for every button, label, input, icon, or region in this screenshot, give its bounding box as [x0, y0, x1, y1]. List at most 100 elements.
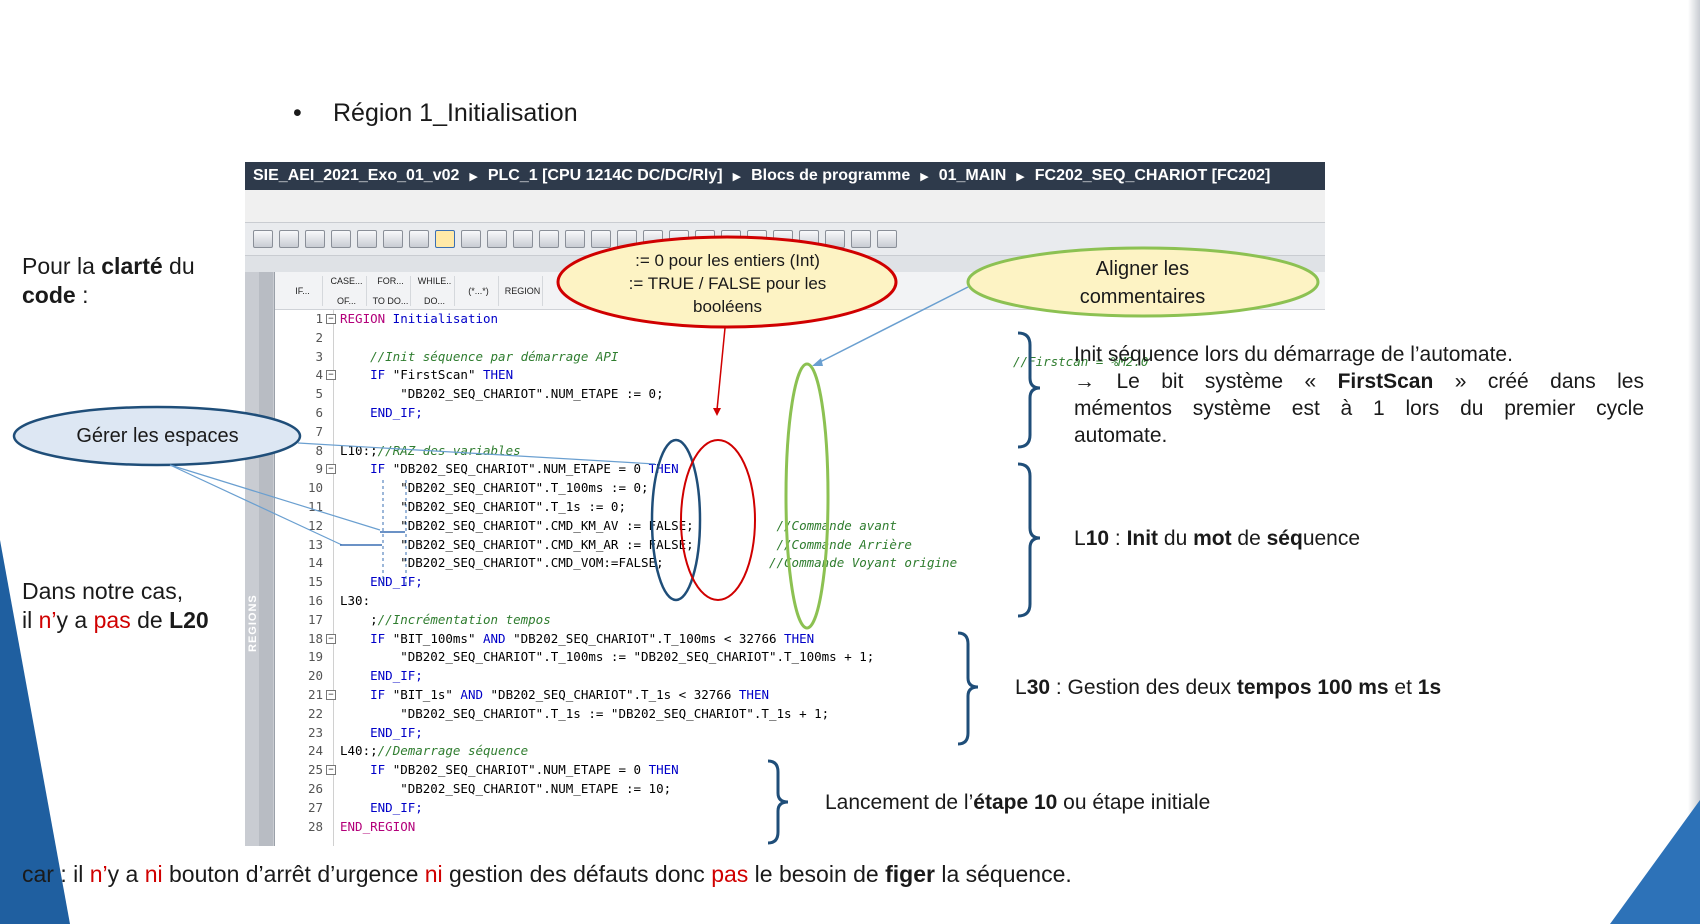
- l30-f: 1s: [1417, 676, 1442, 699]
- code-text: "DB202_SEQ_CHARIOT".NUM_ETAPE := 0;: [340, 385, 663, 404]
- fold-toggle-icon[interactable]: −: [326, 370, 336, 381]
- code-text: END_IF;: [340, 799, 423, 818]
- instruction-button[interactable]: CASE...OF...: [327, 275, 367, 306]
- code-token: L10:;: [340, 442, 378, 458]
- code-token: IF: [340, 367, 393, 383]
- toolbar-settings-icon[interactable]: [799, 230, 819, 248]
- toolbar-table-icon[interactable]: [383, 230, 403, 248]
- line-number: 13: [307, 536, 323, 552]
- l10-e: du: [1158, 527, 1194, 550]
- toolbar-delete-network-icon[interactable]: [279, 230, 299, 248]
- toolbar-bookmark-icon[interactable]: [695, 230, 715, 248]
- fold-toggle-icon[interactable]: −: [326, 765, 336, 776]
- code-text: IF "DB202_SEQ_CHARIOT".NUM_ETAPE = 0 THE…: [340, 761, 679, 780]
- instruction-button-label: (*...*): [468, 285, 489, 296]
- toolbar-comment-icon[interactable]: [643, 230, 663, 248]
- instruction-button[interactable]: FOR...TO DO...: [371, 275, 411, 306]
- code-token: "DB202_SEQ_CHARIOT".T_1s < 32766: [490, 687, 739, 702]
- toolbar-outdent-icon[interactable]: [617, 230, 637, 248]
- toolbar-monitor-icon[interactable]: [331, 230, 351, 248]
- breadcrumb-main[interactable]: 01_MAIN: [938, 167, 1007, 184]
- instruction-button[interactable]: IF...: [283, 275, 323, 306]
- code-token: AND: [483, 630, 514, 646]
- bottom-t1: car : il: [22, 861, 90, 887]
- breadcrumb-plc[interactable]: PLC_1 [CPU 1214C DC/DC/Rly]: [487, 167, 723, 184]
- breadcrumb-project[interactable]: SIE_AEI_2021_Exo_01_v02: [253, 167, 460, 184]
- toolbar-bookmark-next-icon[interactable]: [721, 230, 741, 248]
- toolbar-db-icon[interactable]: [877, 230, 897, 248]
- breadcrumb-fc[interactable]: FC202_SEQ_CHARIOT [FC202]: [1034, 167, 1271, 184]
- toolbar-go-to-icon[interactable]: [305, 230, 325, 248]
- clarte-note: Pour la clarté du code :: [22, 252, 195, 310]
- breadcrumb-sep-icon: ▶: [920, 170, 929, 183]
- l10-f: mot: [1193, 527, 1232, 550]
- line-number: 27: [307, 799, 323, 815]
- instruction-button-label: OF...: [336, 295, 356, 306]
- toolbar-compare-icon[interactable]: [513, 230, 533, 248]
- toolbar-download-icon[interactable]: [409, 230, 429, 248]
- code-token: //Commande avant: [693, 517, 897, 533]
- bottom-n: n’: [89, 861, 108, 887]
- toolbar-undo-icon[interactable]: [747, 230, 767, 248]
- toolbar-uncomment-icon[interactable]: [669, 230, 689, 248]
- instruction-button-label: FOR...: [377, 275, 404, 286]
- line-number: 9: [315, 461, 323, 477]
- toolbar-step-over-icon[interactable]: [565, 230, 585, 248]
- toolbar-monitor-off-icon[interactable]: [851, 230, 871, 248]
- code-token: THEN: [784, 630, 815, 646]
- instruction-button-label: IF...: [295, 285, 310, 296]
- code-token: "DB202_SEQ_CHARIOT".T_1s := 0;: [340, 499, 626, 514]
- toolbar-list-icon[interactable]: [357, 230, 377, 248]
- l10-i: uence: [1302, 527, 1361, 550]
- line-number: 21: [307, 687, 323, 702]
- green-bubble-line2: commentaires: [1079, 286, 1206, 308]
- instruction-button[interactable]: (*...*): [459, 275, 499, 306]
- cas-pas: pas: [93, 607, 131, 633]
- fold-toggle-icon[interactable]: −: [326, 314, 336, 324]
- l10-c: :: [1109, 527, 1127, 550]
- toolbar-step-icon[interactable]: [539, 230, 559, 248]
- gutter-divider: [333, 310, 334, 846]
- toolbar-highlight-icon[interactable]: [435, 230, 455, 248]
- code-text: "DB202_SEQ_CHARIOT".T_1s := "DB202_SEQ_C…: [340, 705, 829, 724]
- code-text: END_IF;: [340, 667, 423, 686]
- breadcrumb-sep-icon: ▶: [732, 170, 742, 183]
- code-token: "DB202_SEQ_CHARIOT".T_100ms < 32766: [513, 630, 785, 646]
- code-text: L10:;//RAZ des variables: [340, 442, 521, 461]
- line-number: 12: [307, 517, 323, 533]
- fold-toggle-icon[interactable]: −: [326, 464, 336, 475]
- fold-toggle-icon[interactable]: −: [326, 690, 336, 700]
- right-edge-shade: [1688, 0, 1700, 924]
- toolbar-redo-icon[interactable]: [773, 230, 793, 248]
- code-token: L40:;: [340, 743, 378, 759]
- l30-a: L: [1015, 676, 1027, 699]
- toolbar-indent-icon[interactable]: [591, 230, 611, 248]
- line-number: 24: [307, 743, 323, 759]
- fold-toggle-icon[interactable]: −: [326, 633, 336, 644]
- note-l30: L30 : Gestion des deux tempos 100 ms et …: [1015, 674, 1441, 701]
- regions-sidebar[interactable]: REGIONS: [245, 272, 275, 846]
- cas-b: y a: [56, 607, 94, 633]
- l10-h: séq: [1266, 527, 1303, 550]
- instruction-button[interactable]: WHILE..DO...: [415, 275, 455, 306]
- line-number: 20: [307, 668, 323, 684]
- line-number: 18: [307, 630, 323, 646]
- toolbar-breakpoint-icon[interactable]: [461, 230, 481, 248]
- bottom-t5: le besoin de: [748, 861, 886, 887]
- breadcrumb-blocks[interactable]: Blocs de programme: [751, 167, 911, 184]
- red-bubble-line2: := TRUE / FALSE pour les: [628, 274, 827, 293]
- toolbar-clear-icon[interactable]: [487, 230, 507, 248]
- toolbar-insert-network-icon[interactable]: [253, 230, 273, 248]
- code-text: "DB202_SEQ_CHARIOT".NUM_ETAPE := 10;: [340, 780, 671, 799]
- note-init-line4: automate.: [1074, 424, 1168, 447]
- code-token: //RAZ des variables: [377, 442, 521, 458]
- line-number: 6: [315, 405, 323, 420]
- code-text: ;//Incrémentation tempos: [340, 611, 551, 630]
- code-token: Initialisation: [385, 311, 499, 326]
- instruction-button[interactable]: REGION: [503, 275, 543, 306]
- line-number: 4: [315, 367, 323, 383]
- clarte-text: Pour la: [22, 253, 102, 279]
- toolbar-monitor-on-icon[interactable]: [825, 230, 845, 248]
- code-token: END_REGION: [340, 818, 416, 834]
- l30-e: et: [1388, 676, 1418, 699]
